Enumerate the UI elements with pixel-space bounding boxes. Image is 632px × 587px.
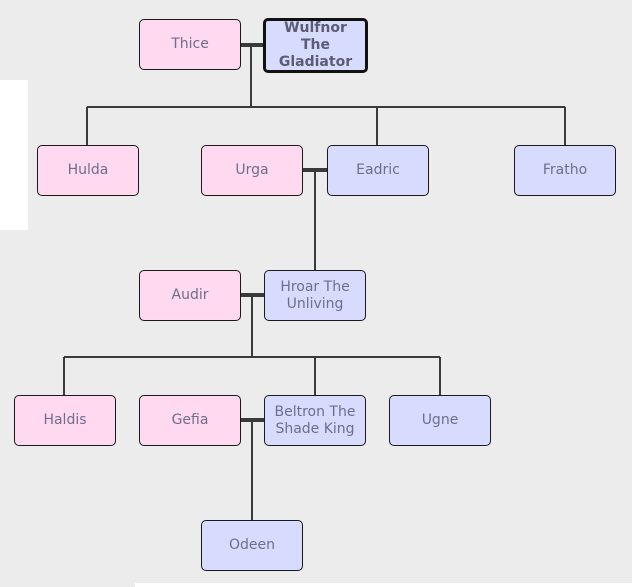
- person-ugne[interactable]: Ugne: [389, 395, 491, 446]
- person-thice[interactable]: Thice: [139, 19, 241, 70]
- person-odeen[interactable]: Odeen: [201, 520, 303, 571]
- person-haldis[interactable]: Haldis: [14, 395, 116, 446]
- person-fratho[interactable]: Fratho: [514, 145, 616, 196]
- person-urga[interactable]: Urga: [201, 145, 303, 196]
- bottom-strip: [135, 583, 632, 587]
- person-hulda[interactable]: Hulda: [37, 145, 139, 196]
- person-beltron[interactable]: Beltron The Shade King: [264, 395, 366, 446]
- person-wulfnor[interactable]: Wulfnor The Gladiator: [263, 18, 368, 73]
- side-panel: [0, 80, 28, 230]
- person-audir[interactable]: Audir: [139, 270, 241, 321]
- person-hroar[interactable]: Hroar The Unliving: [264, 270, 366, 321]
- person-gefia[interactable]: Gefia: [139, 395, 241, 446]
- person-eadric[interactable]: Eadric: [327, 145, 429, 196]
